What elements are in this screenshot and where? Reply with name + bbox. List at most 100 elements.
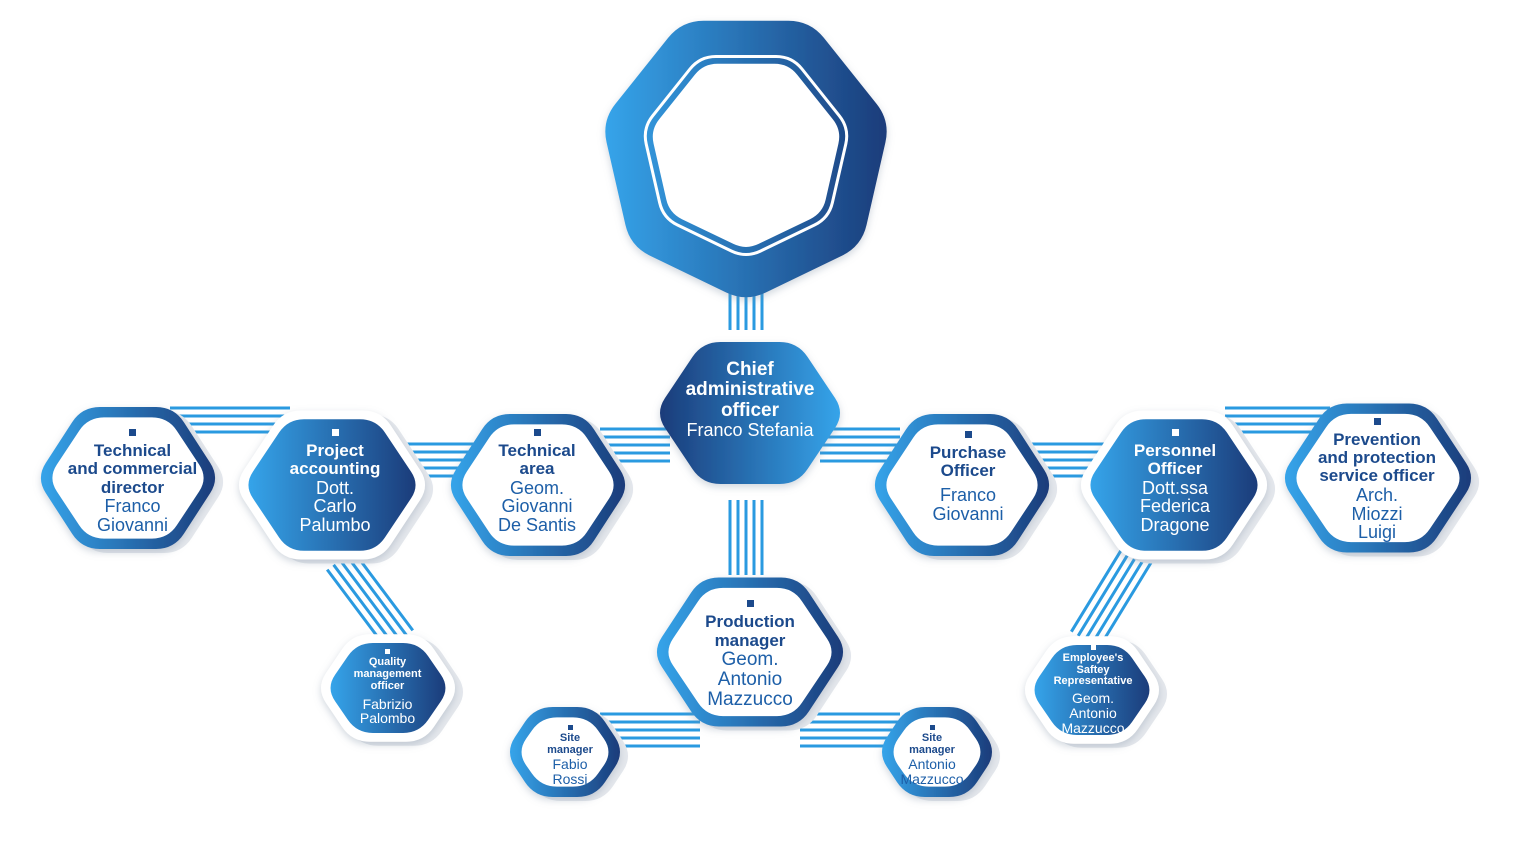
project-accounting-hexagon [238,410,434,564]
square-bullet-icon [533,428,541,436]
prevention-officer-hexagon-face [1296,413,1460,543]
chief-role-line-3: officer [720,399,780,421]
pm-name-line-2: Antonio [717,668,783,690]
node-chief: Chief administrative officer Franco Stef… [655,340,845,460]
esr-name-line-1: Geom. [1071,690,1114,707]
po-name-line-1: Franco [939,485,996,506]
square-bullet-icon [929,725,935,731]
sm1-name-line-2: Rossi [552,770,588,787]
technical-area-hexagon [450,414,634,560]
prevention-officer-hexagon [1284,403,1480,557]
pers-role-line-2: Officer [1147,459,1203,479]
connector-personnel-esr-line [1070,540,1128,633]
square-bullet-icon [331,428,339,436]
sm1-role-line-2: manager [547,744,593,757]
chief-hexagon-face [660,342,840,484]
node-technical-commercial-director: Technical and commercial director Franco… [50,412,215,552]
prev-name-line-1: Arch. [1355,484,1398,505]
prev-role-line-1: Prevention [1333,429,1421,449]
esr-role-line-3: Representative [1053,675,1133,688]
employee-rep-hexagon [1025,636,1167,748]
prev-name-line-3: Luigi [1357,522,1396,543]
connector-pa-quality-line [338,559,402,641]
pa-name-line-1: Dott. [315,477,354,498]
node-purchase-officer: Purchase Officer Franco Giovanni [893,415,1043,540]
connector-chief-production [728,500,764,575]
qm-role-line-2: management [353,667,422,680]
chief-role: Chief administrative officer [685,359,815,422]
node-production-manager: Production manager Geom. Antonio Mazzucc… [670,585,830,725]
ta-role-line-2: area [519,459,555,479]
pm-role-line-2: manager [714,630,786,650]
sm1-role-line-1: Site [559,732,581,745]
purchase-officer-hexagon-face [886,424,1038,546]
connector-personnel-esr-line [1076,545,1135,637]
node-personnel-officer: Personnel Officer Dott.ssa Federica Drag… [1100,412,1250,552]
tcd-role-line-2: and commercial [67,459,198,479]
production-manager-hexagon [656,577,852,731]
tcd-role-line-3: director [100,477,165,497]
chief-name-line-1: Franco Stefania [686,420,814,441]
node-shapes [40,20,1480,802]
sm2-role-line-2: manager [909,744,955,757]
ta-name-line-2: Giovanni [501,496,573,517]
pers-name-line-3: Dragone [1140,515,1210,536]
prev-name-line-2: Miozzi [1351,503,1403,524]
personnel-officer-hexagon-face [1090,419,1258,551]
pa-name-line-2: Carlo [313,496,357,517]
po-role-line-2: Officer [940,461,996,481]
sm2-role-line-1: Site [921,732,943,745]
square-bullet-icon [964,430,972,438]
node-quality-officer: Quality management officer Fabrizio Palo… [330,640,445,735]
esr-role-line-2: Saftey [1076,663,1110,676]
technical-commercial-hexagon-face [52,417,204,539]
qm-role-line-3: officer [370,679,405,692]
connector-pa-quality-line [351,549,414,632]
top-heptagon-outline [643,55,849,257]
node-project-accounting: Project accounting Dott. Carlo Palumbo [255,412,415,552]
qm-name-line-2: Palombo [359,710,416,727]
personnel-officer-hexagon [1080,410,1276,564]
prev-role-line-3: service officer [1319,466,1435,486]
site-manager-2-hexagon [882,706,1000,802]
connector-personnel-esr-line [1097,557,1155,650]
connector-personnel-esr [1070,540,1155,650]
project-accounting-hexagon-face [248,419,416,551]
prev-role-line-2: and protection [1317,447,1437,467]
tcd-name-line-1: Franco [104,496,161,517]
chief-role-line-2: administrative [685,379,815,401]
purchase-officer-hexagon [874,414,1058,560]
sm2-name-line-2: Mazzucco [900,770,964,787]
connector-pm-site2 [800,712,900,748]
qm-name-line-1: Fabrizio [362,695,413,712]
tcd-name-line-2: Giovanni [96,515,169,536]
pa-name-line-3: Palumbo [299,515,371,536]
technical-commercial-hexagon [40,407,224,553]
esr-name-line-3: Mazzucco [1061,719,1125,736]
connector-pa-quality-line [345,554,408,637]
node-employee-safety-rep: Employee's Saftey Representative Geom. A… [1033,640,1153,740]
square-bullet-icon [1171,428,1179,436]
qm-role-line-1: Quality [368,656,407,668]
esr-role-line-1: Employee's [1062,651,1124,664]
connector-pa-quality-line [332,563,395,646]
esr-name-line-2: Antonio [1069,704,1117,721]
ta-role-line-1: Technical [498,440,576,460]
top-heptagon-center [652,63,840,247]
po-role-line-1: Purchase [929,442,1007,462]
site-manager-2-hexagon-face [893,717,981,787]
pm-role-line-1: Production [705,612,795,632]
square-bullet-icon [746,600,754,608]
square-bullet-icon [1373,417,1381,425]
square-bullet-icon [567,725,573,731]
pa-role-line-2: accounting [289,459,381,479]
tcd-role-line-1: Technical [93,441,172,461]
sm2-name-line-1: Antonio [908,756,956,773]
connector-personnel-esr-line [1090,553,1149,645]
connector-chief-purchase [820,427,900,463]
technical-area-hexagon-face [462,424,614,546]
pm-name-line-1: Geom. [721,648,779,670]
chief-hexagon [660,342,840,484]
quality-officer-hexagon [321,634,463,746]
